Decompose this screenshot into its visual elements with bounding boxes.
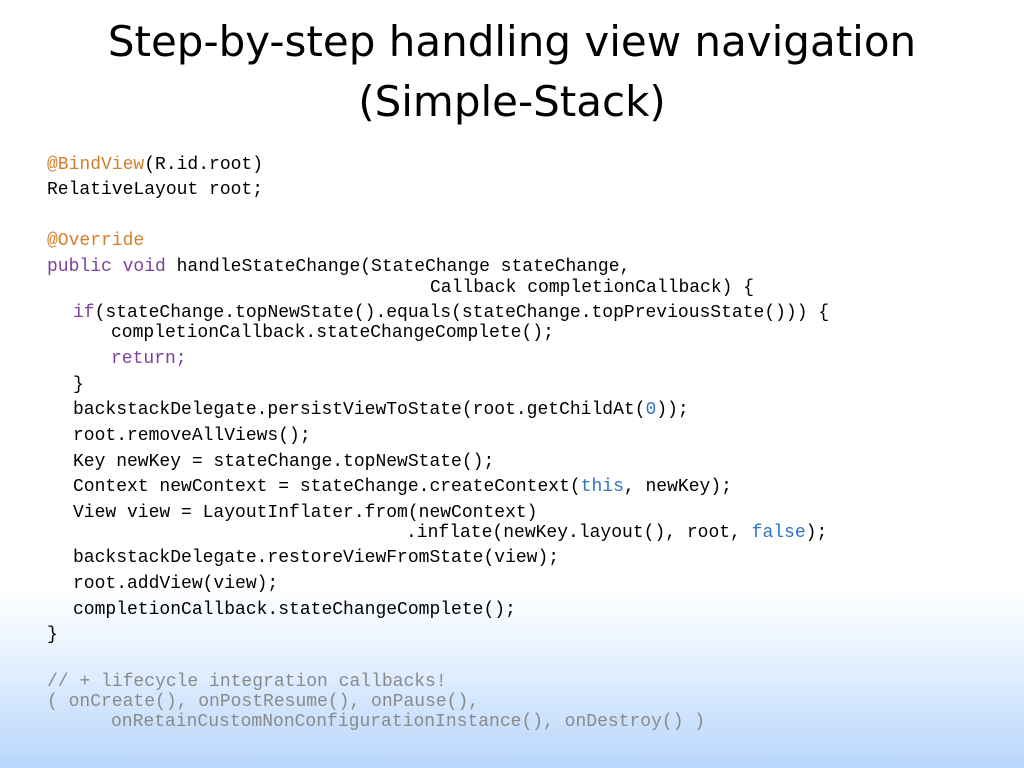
code-line-6: if(stateChange.topNewState().equals(stat…	[73, 302, 829, 324]
code-text: handleStateChange(StateChange stateChang…	[165, 257, 631, 277]
code-line-18: completionCallback.stateChangeComplete()…	[73, 600, 516, 620]
code-line-2: RelativeLayout root;	[47, 180, 264, 200]
code-line-8: return;	[111, 348, 187, 370]
code-text: );	[805, 523, 828, 543]
code-line-11: root.removeAllViews();	[73, 426, 311, 446]
keyword-if: if	[73, 303, 95, 323]
code-text: (R.id.root)	[144, 155, 264, 175]
code-line-4: public void handleStateChange(StateChang…	[47, 256, 630, 278]
code-line-17: root.addView(view);	[73, 574, 279, 594]
code-text: backstackDelegate.persistViewToState(roo…	[73, 400, 646, 420]
slide-title-line-2: (Simple-Stack)	[358, 77, 666, 126]
literal-zero: 0	[645, 400, 657, 420]
code-block: @BindView(R.id.root) RelativeLayout root…	[47, 154, 1017, 732]
code-line-1: @BindView(R.id.root)	[47, 154, 263, 176]
code-line-13: Context newContext = stateChange.createC…	[73, 476, 732, 498]
comment-line-2: ( onCreate(), onPostResume(), onPause(),	[47, 692, 480, 712]
code-line-19: }	[47, 625, 58, 645]
slide-title-line-1: Step-by-step handling view navigation	[107, 17, 917, 66]
code-line-14: View view = LayoutInflater.from(newConte…	[73, 503, 538, 523]
code-text: ));	[656, 400, 689, 420]
annotation-bindview: @BindView	[47, 155, 145, 175]
code-line-9: }	[73, 375, 84, 395]
code-line-15: .inflate(newKey.layout(), root, false);	[406, 522, 827, 544]
code-text: (stateChange.topNewState().equals(stateC…	[94, 303, 830, 323]
code-text: , newKey);	[623, 477, 732, 497]
slide-title: Step-by-step handling view navigation (S…	[0, 12, 1024, 132]
annotation-override: @Override	[47, 231, 145, 251]
literal-this: this	[580, 477, 624, 497]
keyword-public-void: public void	[47, 257, 166, 277]
code-line-10: backstackDelegate.persistViewToState(roo…	[73, 399, 689, 421]
code-text: Context newContext = stateChange.createC…	[73, 477, 581, 497]
keyword-return: return;	[111, 349, 187, 369]
comment-line-1: // + lifecycle integration callbacks!	[47, 672, 447, 692]
code-line-3: @Override	[47, 230, 144, 252]
code-line-5: Callback completionCallback) {	[430, 278, 755, 298]
code-line-16: backstackDelegate.restoreViewFromState(v…	[73, 548, 560, 568]
code-line-7: completionCallback.stateChangeComplete()…	[111, 323, 554, 343]
code-line-12: Key newKey = stateChange.topNewState();	[73, 452, 495, 472]
comment-line-3: onRetainCustomNonConfigurationInstance()…	[111, 712, 706, 732]
code-text: .inflate(newKey.layout(), root,	[406, 523, 752, 543]
literal-false: false	[751, 523, 806, 543]
